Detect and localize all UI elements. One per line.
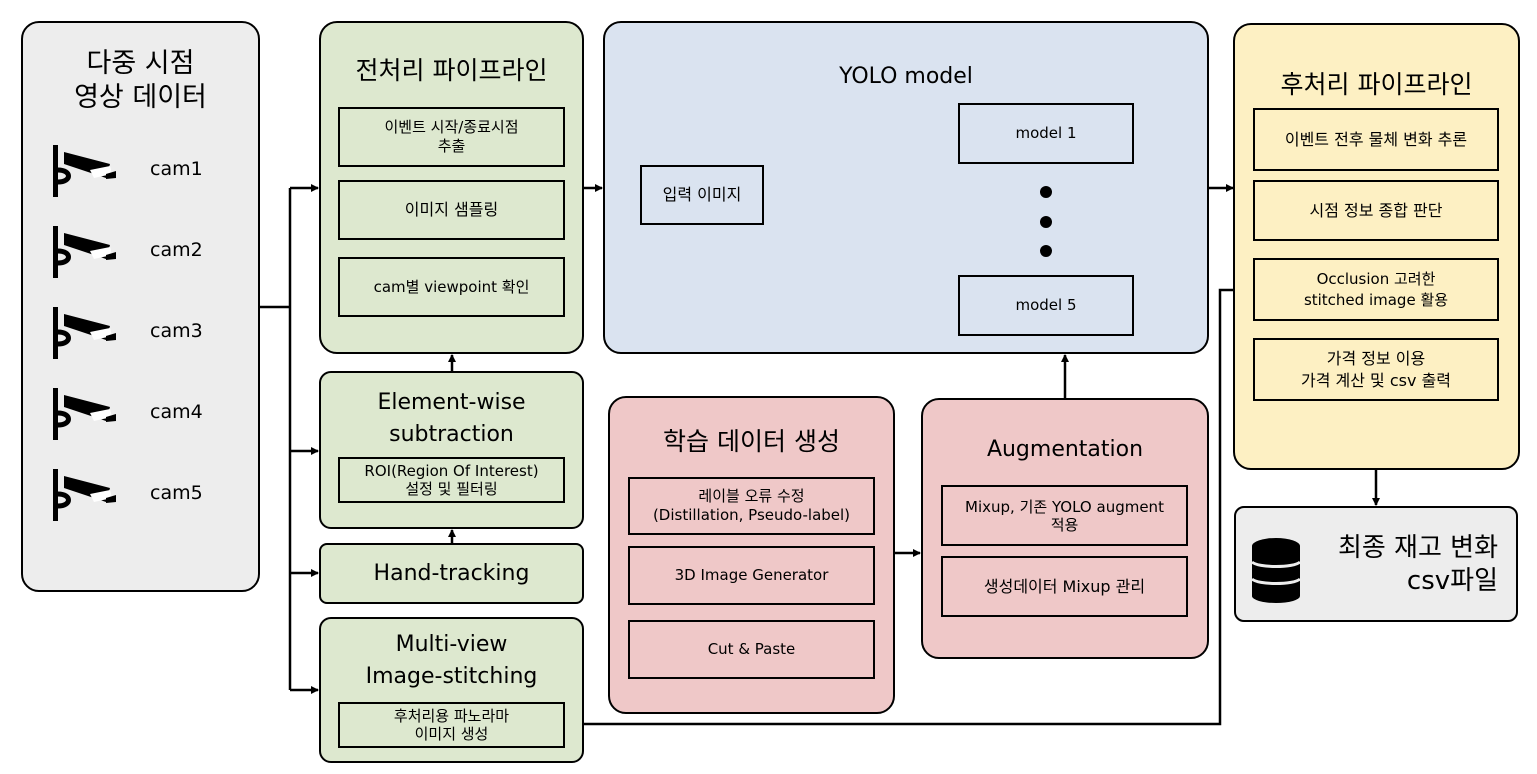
- preprocessing-step: cam별 viewpoint 확인: [338, 257, 565, 317]
- training-step: Cut & Paste: [628, 620, 875, 679]
- yolo-model-1: model 1: [958, 103, 1134, 164]
- augmentation-step: 생성데이터 Mixup 관리: [941, 556, 1188, 617]
- cctv-camera-icon: [53, 145, 116, 197]
- cam-label: cam1: [150, 158, 203, 180]
- augmentation-title: Augmentation: [986, 437, 1144, 462]
- cam-item: cam3: [50, 302, 250, 362]
- cam-label: cam4: [150, 401, 203, 423]
- postprocessing-step: 이벤트 전후 물체 변화 추론: [1253, 108, 1499, 171]
- cam-item: cam5: [50, 464, 250, 524]
- preprocessing-step: 이벤트 시작/종료시점 추출: [338, 107, 565, 167]
- training-step: 3D Image Generator: [628, 546, 875, 605]
- ellipsis-dot: [1040, 216, 1052, 228]
- output-title: 최종 재고 변화 csv파일: [1337, 533, 1498, 596]
- hand-tracking-panel: Hand-tracking: [319, 543, 584, 604]
- cctv-camera-icon: [53, 388, 116, 440]
- cam-label: cam5: [150, 482, 203, 504]
- subtraction-title: Element-wise subtraction: [377, 390, 526, 447]
- cam-item: cam1: [50, 140, 250, 200]
- source-title: 다중 시점 영상 데이터: [74, 48, 207, 113]
- yolo-title: YOLO model: [839, 64, 973, 89]
- hand-tracking-title: Hand-tracking: [373, 561, 530, 586]
- yolo-model-5: model 5: [958, 275, 1134, 336]
- output-panel: 최종 재고 변화 csv파일: [1234, 506, 1518, 622]
- postprocessing-step: Occlusion 고려한 stitched image 활용: [1253, 258, 1499, 321]
- cctv-camera-icon: [53, 226, 116, 278]
- subtraction-step: ROI(Region Of Interest) 설정 및 필터링: [338, 457, 565, 503]
- cctv-camera-icon: [53, 469, 116, 521]
- database-icon: [1250, 538, 1302, 603]
- cctv-camera-icon: [53, 307, 116, 359]
- training-title: 학습 데이터 생성: [663, 427, 840, 456]
- subtraction-panel: Element-wise subtraction: [319, 371, 584, 529]
- multiview-step: 후처리용 파노라마 이미지 생성: [338, 702, 565, 748]
- yolo-input: 입력 이미지: [640, 165, 764, 225]
- multiview-title: Multi-view Image-stitching: [365, 632, 538, 689]
- preprocessing-step: 이미지 샘플링: [338, 180, 565, 240]
- postprocessing-step: 가격 정보 이용 가격 계산 및 csv 출력: [1253, 338, 1499, 401]
- augmentation-step: Mixup, 기존 YOLO augment 적용: [941, 485, 1188, 546]
- ellipsis-dot: [1040, 186, 1052, 198]
- training-step: 레이블 오류 수정 (Distillation, Pseudo-label): [628, 477, 875, 535]
- cam-label: cam3: [150, 320, 203, 342]
- cam-label: cam2: [150, 239, 203, 261]
- preprocessing-title: 전처리 파이프라인: [355, 56, 548, 85]
- source-panel: 다중 시점 영상 데이터: [21, 21, 260, 592]
- cam-item: cam2: [50, 221, 250, 281]
- ellipsis-dot: [1040, 245, 1052, 257]
- postprocessing-step: 시점 정보 종합 판단: [1253, 180, 1499, 241]
- postprocessing-panel: 후처리 파이프라인: [1233, 23, 1520, 470]
- cam-item: cam4: [50, 383, 250, 443]
- postprocessing-title: 후처리 파이프라인: [1280, 70, 1473, 99]
